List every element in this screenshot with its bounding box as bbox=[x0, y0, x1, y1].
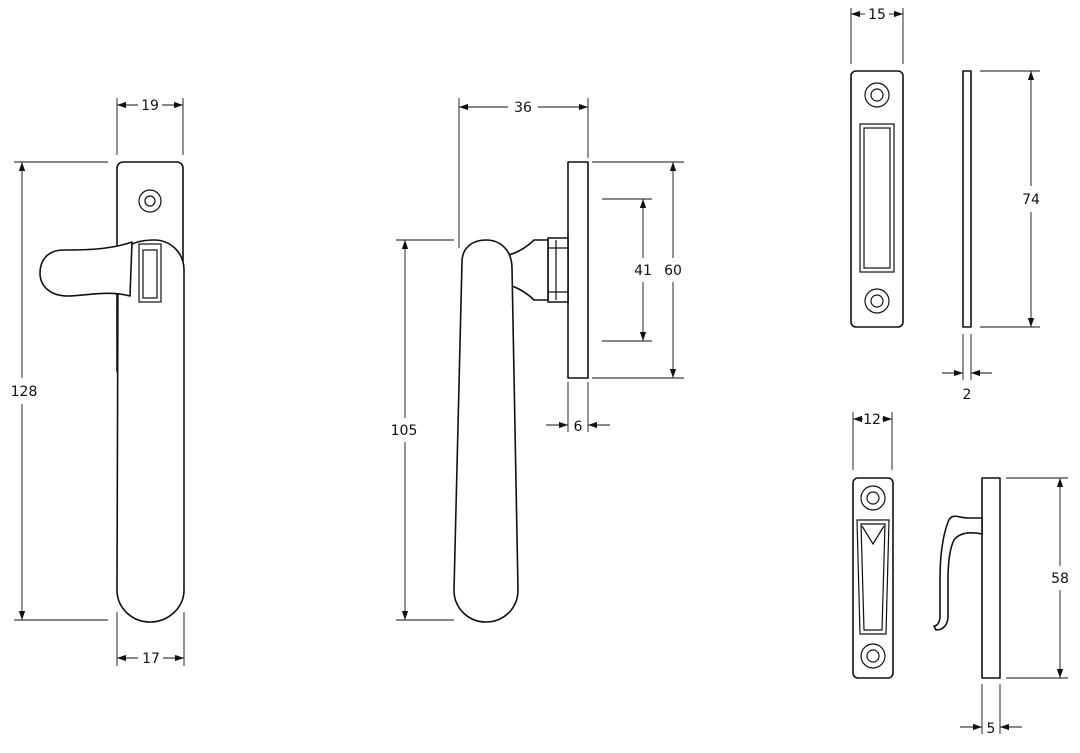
front-lever-slot bbox=[138, 243, 162, 303]
dim-side-inner-height: 41 bbox=[634, 263, 652, 279]
front-lever-arm bbox=[39, 241, 133, 297]
dimension-keep-height: 74 bbox=[980, 70, 1040, 328]
front-lever-grip bbox=[116, 239, 185, 623]
hook-screw-hole-top-outer bbox=[860, 485, 886, 511]
dim-side-depth: 36 bbox=[514, 100, 532, 116]
dim-hook-height: 58 bbox=[1051, 571, 1069, 587]
front-lever-slot-inner bbox=[142, 249, 158, 299]
hook-front-view bbox=[852, 477, 894, 679]
dimension-side-depth: 36 bbox=[458, 98, 589, 248]
dimension-keep-thickness: 2 bbox=[942, 334, 992, 403]
dim-hook-thickness: 5 bbox=[987, 721, 996, 737]
dim-front-top-width: 19 bbox=[141, 98, 159, 114]
front-screw-hole-outer bbox=[138, 189, 162, 213]
keep-slot-inner bbox=[863, 127, 891, 269]
dim-side-plate-thickness: 6 bbox=[574, 419, 583, 435]
dim-side-plate-height: 60 bbox=[664, 263, 682, 279]
keep-front-view bbox=[850, 70, 904, 328]
dimension-side-height: 105 bbox=[391, 239, 454, 621]
side-lever-grip bbox=[453, 239, 519, 623]
hook-screw-hole-top-inner bbox=[866, 491, 880, 505]
dim-front-bottom-width: 17 bbox=[142, 651, 160, 667]
front-view-handle bbox=[39, 161, 185, 623]
side-backplate bbox=[567, 161, 589, 379]
keep-side-view bbox=[962, 70, 972, 328]
hook-side-plate bbox=[981, 477, 1001, 679]
dimension-hook-width: 12 bbox=[852, 412, 893, 470]
dimension-side-plate-thickness: 6 bbox=[546, 382, 610, 435]
hook-slot-inner bbox=[860, 523, 886, 631]
keep-screw-hole-bottom-outer bbox=[864, 288, 890, 314]
dimension-front-height: 128 bbox=[11, 161, 108, 621]
dimension-hook-height: 58 bbox=[1006, 477, 1069, 679]
side-neck bbox=[505, 239, 549, 301]
hook-side-view bbox=[933, 477, 1001, 679]
dimension-side-inner: 41 bbox=[602, 198, 652, 342]
hook-screw-hole-bottom-inner bbox=[866, 649, 880, 663]
keep-screw-hole-bottom-inner bbox=[870, 294, 884, 308]
dim-keep-width: 15 bbox=[868, 7, 886, 23]
dim-hook-width: 12 bbox=[863, 412, 881, 428]
hook-slot-taper bbox=[861, 525, 885, 546]
hook-claw bbox=[933, 515, 983, 631]
dim-side-height: 105 bbox=[391, 423, 418, 439]
hook-slot-outer bbox=[856, 519, 890, 635]
keep-slot-outer bbox=[859, 123, 895, 273]
dimension-side-plate: 60 bbox=[592, 161, 684, 379]
keep-screw-hole-top-outer bbox=[864, 82, 890, 108]
dim-keep-thickness: 2 bbox=[963, 387, 972, 403]
dimension-keep-width: 15 bbox=[850, 7, 904, 64]
keep-screw-hole-top-inner bbox=[870, 88, 884, 102]
keep-side-plate bbox=[962, 70, 972, 328]
dimension-front-bottom: 17 bbox=[116, 612, 185, 667]
dimension-hook-thickness: 5 bbox=[960, 684, 1022, 737]
dim-front-height: 128 bbox=[11, 384, 38, 400]
dim-keep-height: 74 bbox=[1022, 192, 1040, 208]
hook-screw-hole-bottom-outer bbox=[860, 643, 886, 669]
front-screw-hole-inner bbox=[144, 195, 156, 207]
dimension-front-top: 19 bbox=[116, 98, 184, 155]
side-view-handle bbox=[453, 161, 589, 623]
